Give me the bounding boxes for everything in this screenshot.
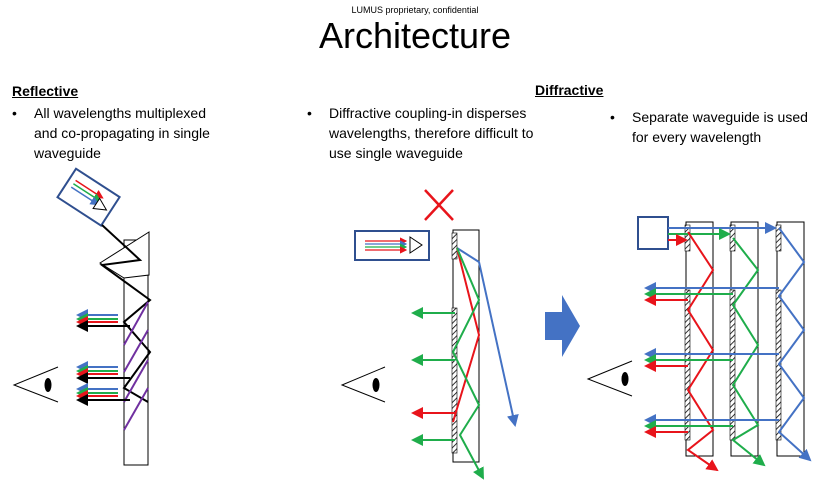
reflective-diagram [12, 167, 152, 466]
diffractive-left-line-1: Diffractive coupling-in disperses [329, 105, 527, 121]
eye-icon [586, 360, 633, 397]
diffractive-bullet-left-text: Diffractive coupling-in disperses wavele… [329, 103, 533, 163]
blue-ray [456, 247, 519, 427]
diffractive-left-line-3: use single waveguide [329, 145, 463, 161]
reflective-bullet: • All wavelengths multiplexed and co-pro… [12, 103, 272, 165]
diffractive-bullet-right: • Separate waveguide is used for every w… [610, 107, 825, 149]
diffractive-bullet-right-text: Separate waveguide is used for every wav… [632, 107, 808, 147]
reflective-bullet-line-3: waveguide [34, 145, 101, 161]
green-zigzag [731, 237, 766, 467]
reflective-bullet-line-1: All wavelengths multiplexed [34, 105, 206, 121]
reflective-bullet-text: All wavelengths multiplexed and co-propa… [34, 103, 210, 163]
input-grating [451, 232, 458, 260]
reflective-bullet-line-2: and co-propagating in single [34, 125, 210, 141]
diffractive-right-line-1: Separate waveguide is used [632, 109, 808, 125]
confidential-label: LUMUS proprietary, confidential [351, 5, 479, 15]
outcoupled-rays-middle [76, 361, 130, 384]
page-title: Architecture [318, 15, 512, 56]
eye-icon [12, 366, 59, 403]
reflective-ray [99, 224, 152, 403]
outcoupled-rays-lower [76, 383, 130, 406]
reflective-heading: Reflective [12, 83, 79, 99]
eye-icon [340, 366, 386, 403]
projector-box [56, 167, 121, 227]
cross-icon [424, 189, 454, 221]
outcoupled-arrows [644, 282, 779, 438]
outcoupled-arrows [411, 307, 455, 446]
bullet-dot: • [610, 109, 615, 125]
transition-arrow [545, 295, 580, 357]
diffractive-bullet-left: • Diffractive coupling-in disperses wave… [307, 103, 587, 165]
outcoupled-rays-upper [76, 309, 130, 332]
diffractive-left-line-2: wavelengths, therefore difficult to [329, 125, 534, 141]
red-ray [452, 247, 481, 423]
waveguide-red [685, 221, 714, 457]
projector-box [637, 216, 669, 250]
diffractive-right-line-2: for every wavelength [632, 129, 762, 145]
diffractive-heading: Diffractive [535, 82, 604, 98]
coupling-prism [99, 231, 150, 279]
diffractive-stacked-diagram [586, 216, 812, 472]
green-ray [451, 247, 484, 480]
projector-box [354, 230, 430, 261]
partial-reflectors [123, 301, 149, 431]
output-grating [451, 307, 458, 454]
blue-zigzag [777, 227, 812, 462]
diffractive-single-diagram [340, 189, 519, 480]
bullet-dot: • [307, 105, 312, 121]
red-zigzag [686, 231, 719, 472]
bullet-dot: • [12, 105, 17, 121]
